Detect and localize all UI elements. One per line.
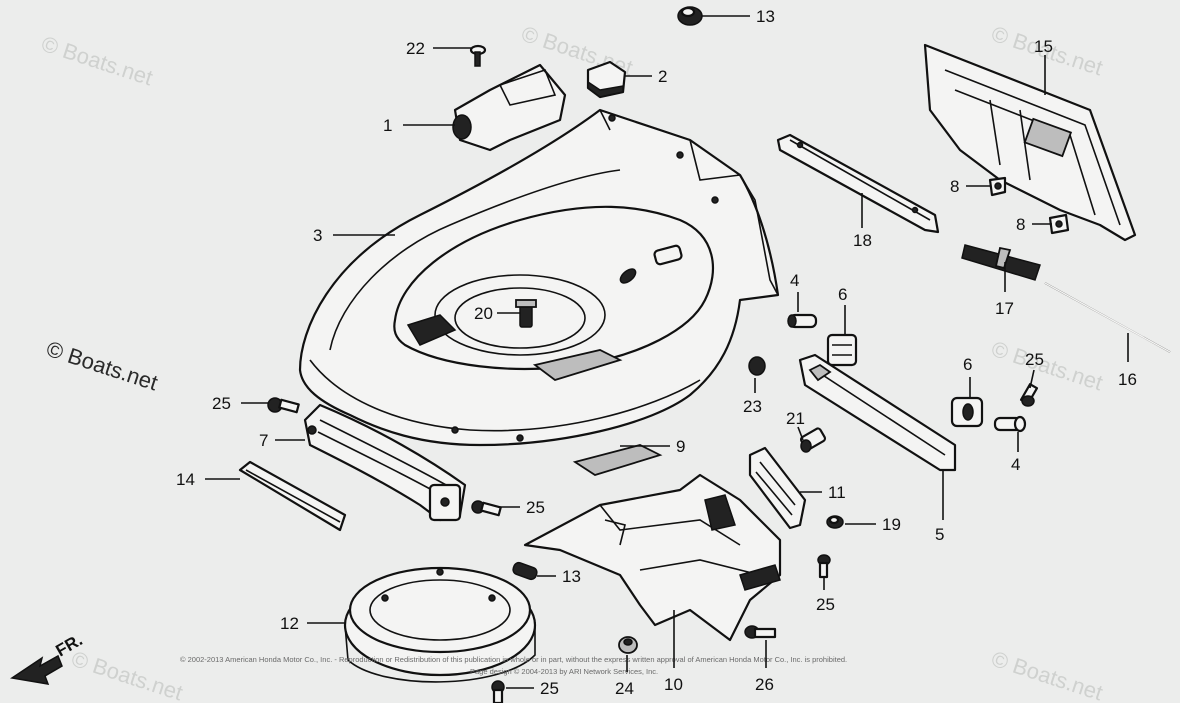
callout-6-right: 6 <box>963 355 972 374</box>
callout-4-left: 4 <box>790 271 799 290</box>
callout-23: 23 <box>743 397 762 416</box>
callout-5: 5 <box>935 525 944 544</box>
callout-8-upper: 8 <box>950 177 959 196</box>
bolt-25-bottom[interactable] <box>491 680 505 703</box>
blade-bolt[interactable] <box>515 299 537 328</box>
switch-housing[interactable] <box>452 63 567 152</box>
front-guard[interactable] <box>303 403 467 522</box>
callout-22: 22 <box>406 39 425 58</box>
callout-25-right: 25 <box>1025 350 1044 369</box>
copyright-line-2: Page design © 2004-2013 by ARI Network S… <box>470 667 658 676</box>
bolt-26[interactable] <box>744 625 777 639</box>
guard-strip[interactable] <box>238 460 347 532</box>
callout-16: 16 <box>1118 370 1137 389</box>
blade-ring[interactable] <box>343 566 537 683</box>
callout-25-mid: 25 <box>526 498 545 517</box>
bolt-25-mid[interactable] <box>471 500 502 517</box>
callout-7: 7 <box>259 431 268 450</box>
callout-3: 3 <box>313 226 322 245</box>
callout-layer: 1 2 3 4 4 5 6 6 7 8 8 9 10 11 12 13 13 <box>176 7 1137 698</box>
watermark-text: © Boats.net <box>988 336 1105 395</box>
deck-label[interactable] <box>572 444 663 476</box>
callout-14: 14 <box>176 470 195 489</box>
cover-plate[interactable] <box>748 446 807 530</box>
callout-25-bottom: 25 <box>540 679 559 698</box>
clip-8-lower[interactable] <box>1048 213 1070 235</box>
bolt-21[interactable] <box>799 427 827 453</box>
callout-15: 15 <box>1034 37 1053 56</box>
rod-bracket[interactable] <box>776 133 940 234</box>
callout-8-lower: 8 <box>1016 215 1025 234</box>
clip-8-upper[interactable] <box>988 176 1007 197</box>
callout-20: 20 <box>474 304 493 323</box>
screw-22[interactable] <box>469 44 487 67</box>
bolt-25-lower[interactable] <box>817 554 831 579</box>
pin-4-left[interactable] <box>787 313 818 329</box>
spring-13[interactable] <box>512 561 539 581</box>
callout-17: 17 <box>995 299 1014 318</box>
callout-1: 1 <box>383 116 392 135</box>
callout-25-lower: 25 <box>816 595 835 614</box>
callout-26: 26 <box>755 675 774 694</box>
callout-12: 12 <box>280 614 299 633</box>
bolt-25-right[interactable] <box>1019 383 1039 407</box>
hinge-bracket[interactable] <box>798 353 957 472</box>
callout-25-left: 25 <box>212 394 231 413</box>
callout-21: 21 <box>786 409 805 428</box>
watermark-text: © Boats.net <box>988 646 1105 703</box>
callout-4-right: 4 <box>1011 455 1020 474</box>
hinge-6-right[interactable] <box>950 396 984 428</box>
callout-11: 11 <box>828 483 846 502</box>
discharge-chute[interactable] <box>523 473 782 642</box>
mower-deck[interactable] <box>298 108 780 447</box>
callout-19: 19 <box>882 515 901 534</box>
watermark-text: © Boats.net <box>68 646 185 703</box>
hinge-6-left[interactable] <box>826 333 858 367</box>
nut-23[interactable] <box>748 356 766 376</box>
callout-9: 9 <box>676 437 685 456</box>
grommet-top[interactable] <box>677 6 703 26</box>
callout-13-top: 13 <box>756 7 775 26</box>
callout-18: 18 <box>853 231 872 250</box>
callout-13-lower: 13 <box>562 567 581 586</box>
bolt-25-left[interactable] <box>267 397 300 414</box>
callout-24: 24 <box>615 679 634 698</box>
nut-24[interactable] <box>618 636 638 654</box>
watermark-main: © Boats.net <box>43 336 160 395</box>
pin-4-right[interactable] <box>993 415 1027 433</box>
rear-rod[interactable] <box>1044 282 1171 353</box>
rear-guard[interactable] <box>923 43 1137 242</box>
handle-grip[interactable] <box>961 244 1041 281</box>
screw-19[interactable] <box>826 515 844 529</box>
watermark-text: © Boats.net <box>38 31 155 90</box>
rubber-cap[interactable] <box>586 60 627 99</box>
callout-6-left: 6 <box>838 285 847 304</box>
callout-2: 2 <box>658 67 667 86</box>
copyright-line-1: © 2002-2013 American Honda Motor Co., In… <box>180 655 847 664</box>
callout-10: 10 <box>664 675 683 694</box>
